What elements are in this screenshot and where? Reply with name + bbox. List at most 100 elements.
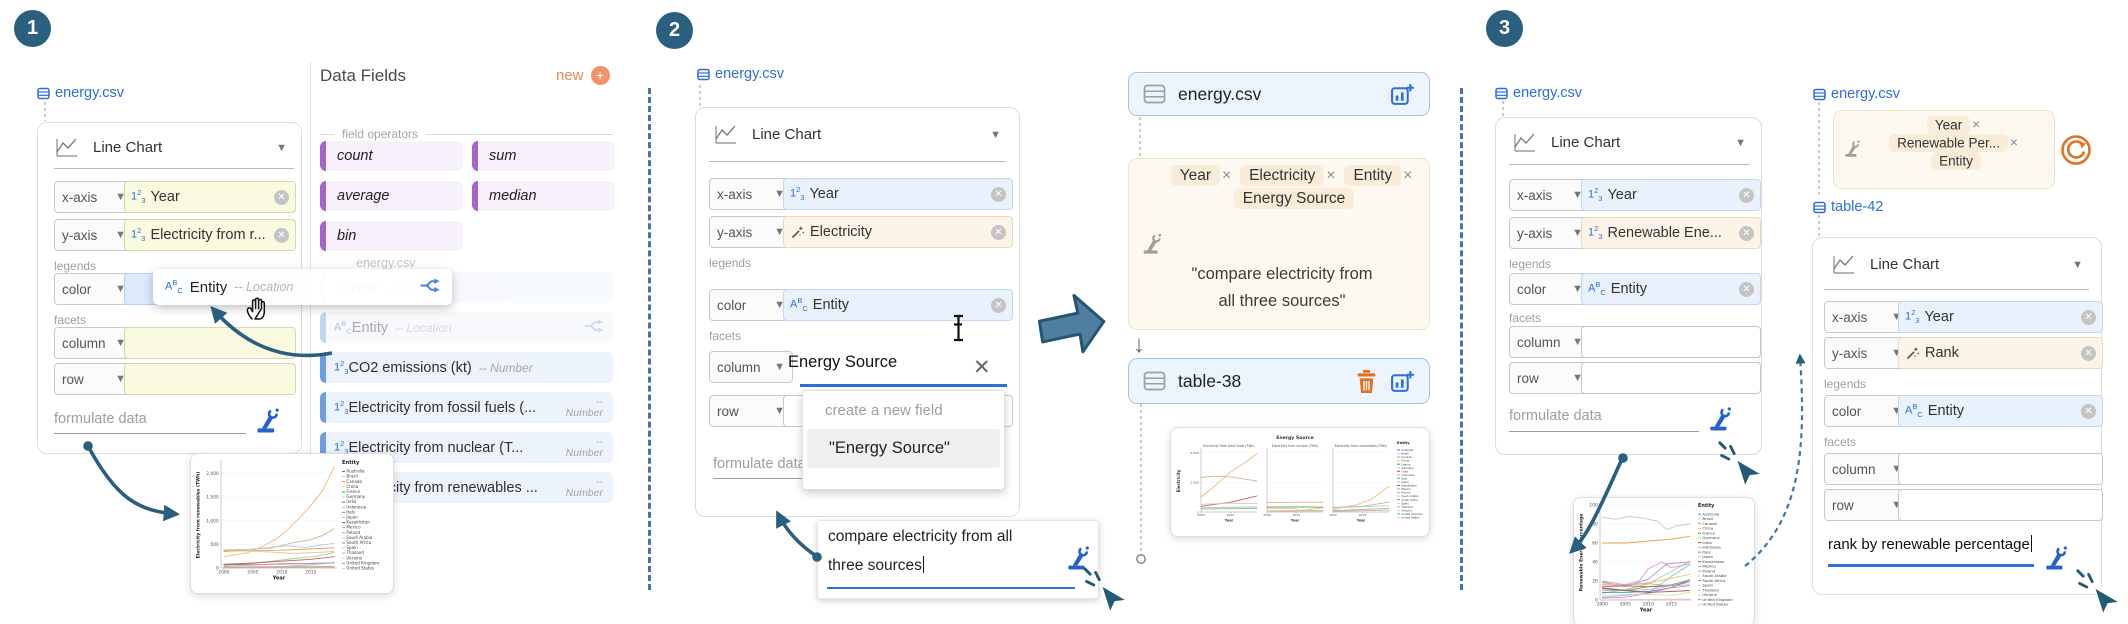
y-axis-channel-select[interactable]: y-axis▼ — [1509, 217, 1591, 249]
remove-field-icon[interactable]: ✕ — [991, 297, 1006, 313]
remove-field-icon[interactable]: ✕ — [1739, 225, 1754, 241]
x-axis-channel-select[interactable]: x-axis▼ — [709, 178, 793, 210]
color-channel-select[interactable]: color▼ — [1824, 395, 1910, 427]
row-channel-select[interactable]: row▼ — [1824, 489, 1910, 521]
formulate-data-input[interactable]: formulate data — [1509, 408, 1602, 424]
nl-prompt-box[interactable]: compare electricity from all three sourc… — [817, 520, 1099, 599]
column-field-text-input[interactable]: Energy Source — [788, 353, 898, 371]
remove-chip-icon[interactable]: × — [1403, 167, 1413, 184]
data-field-chip[interactable]: 123 CO2 emissions (kt) -- Number — [320, 352, 613, 383]
concept-chip[interactable]: Electricity — [1240, 165, 1325, 186]
x-axis-field[interactable]: 123 Year ✕ — [783, 178, 1013, 210]
concept-chip[interactable]: Entity — [1931, 151, 1981, 170]
column-channel-select[interactable]: column▼ — [54, 327, 134, 359]
column-channel-select[interactable]: column▼ — [1824, 453, 1910, 485]
remove-field-icon[interactable]: ✕ — [991, 224, 1006, 240]
y-axis-field[interactable]: 123 Renewable Ene... ✕ — [1581, 217, 1761, 249]
remove-field-icon[interactable]: ✕ — [2081, 403, 2096, 419]
robot-arm-icon[interactable] — [1065, 543, 1091, 571]
dataset-link-energy-csv[interactable]: energy.csv — [1813, 86, 1900, 102]
column-field-empty[interactable] — [124, 327, 296, 359]
column-field-empty[interactable] — [1898, 453, 2103, 485]
row-channel-select[interactable]: row▼ — [709, 395, 793, 427]
operator-chip[interactable]: count — [320, 141, 463, 171]
color-channel-select[interactable]: color▼ — [1509, 273, 1591, 305]
new-field-button[interactable]: new + — [556, 66, 610, 85]
formulate-data-input[interactable]: formulate data — [713, 456, 806, 472]
row-field-empty[interactable] — [124, 363, 296, 395]
color-field[interactable]: ABC Entity ✕ — [783, 289, 1013, 321]
remove-chip-icon[interactable]: × — [1972, 117, 1981, 132]
operator-chip[interactable]: bin — [320, 221, 463, 251]
dragged-field-chip-entity[interactable]: ABC Entity -- Location — [153, 269, 452, 305]
y-axis-channel-select[interactable]: y-axis▼ — [54, 219, 134, 251]
row-field-empty[interactable] — [1898, 489, 2103, 521]
operator-chip[interactable]: sum — [472, 141, 615, 171]
data-field-chip[interactable]: ABC Entity -- Location — [320, 312, 613, 343]
dataset-link-energy-csv[interactable]: energy.csv — [697, 66, 784, 82]
row-channel-select[interactable]: row▼ — [54, 363, 134, 395]
clear-input-icon[interactable]: ✕ — [973, 356, 991, 379]
formulate-data-input[interactable]: formulate data — [54, 411, 147, 427]
x-axis-channel-select[interactable]: x-axis▼ — [54, 181, 134, 213]
remove-chip-icon[interactable]: × — [1326, 167, 1336, 184]
data-field-chip[interactable]: 123 Electricity from fossil fuels (... -… — [320, 392, 613, 423]
remove-field-icon[interactable]: ✕ — [1739, 281, 1754, 297]
chart-type-header[interactable]: Line Chart ▼ — [713, 123, 1001, 146]
connector-endpoint[interactable] — [1136, 554, 1146, 564]
refresh-icon[interactable] — [2060, 134, 2092, 166]
color-field[interactable]: ABC Entity ✕ — [1581, 273, 1761, 305]
chart-type-header[interactable]: Line Chart ▼ — [1831, 253, 2083, 276]
y-axis-field-derived[interactable]: Electricity ✕ — [783, 216, 1013, 248]
remove-field-icon[interactable]: ✕ — [991, 186, 1006, 202]
create-chart-icon[interactable] — [1390, 82, 1415, 107]
x-axis-channel-select[interactable]: x-axis▼ — [1824, 301, 1910, 333]
color-channel-select[interactable]: color▼ — [709, 289, 793, 321]
x-axis-field[interactable]: 123 Year ✕ — [1581, 179, 1761, 211]
y-axis-field-derived[interactable]: Rank ✕ — [1898, 337, 2103, 369]
column-channel-select[interactable]: column▼ — [709, 351, 793, 383]
flow-node-energy-csv[interactable]: energy.csv — [1128, 72, 1430, 116]
robot-arm-icon[interactable] — [254, 405, 281, 434]
remove-field-icon[interactable]: ✕ — [274, 189, 289, 205]
concept-chip[interactable]: Energy Source — [1233, 188, 1355, 209]
concept-chip[interactable]: Year — [1170, 165, 1221, 186]
dropdown-option-energy-source[interactable]: "Energy Source" — [807, 429, 1000, 468]
concept-chip[interactable]: Renewable Per... — [1889, 133, 2008, 152]
y-axis-channel-select[interactable]: y-axis▼ — [1824, 337, 1910, 369]
row-channel-select[interactable]: row▼ — [1509, 362, 1591, 394]
create-chart-icon[interactable] — [1390, 369, 1415, 394]
chart-type-header[interactable]: Line Chart ▼ — [54, 136, 287, 159]
formulate-data-input-filled[interactable]: rank by renewable percentage — [1828, 535, 2033, 553]
flow-node-table-38[interactable]: table-38 — [1128, 358, 1430, 404]
y-axis-field[interactable]: 123 Electricity from r... ✕ — [124, 219, 296, 251]
dataset-link-energy-csv[interactable]: energy.csv — [37, 85, 124, 101]
remove-chip-icon[interactable]: × — [1222, 167, 1232, 184]
color-field[interactable]: ABC Entity ✕ — [1898, 395, 2103, 427]
concept-chip[interactable]: Year — [1926, 115, 1971, 134]
derive-fork-icon[interactable] — [584, 318, 603, 338]
column-channel-select[interactable]: column▼ — [1509, 326, 1591, 358]
chart-type-header[interactable]: Line Chart ▼ — [1512, 131, 1746, 154]
y-axis-channel-select[interactable]: y-axis▼ — [709, 216, 793, 248]
x-axis-field[interactable]: 123 Year ✕ — [1898, 301, 2103, 333]
remove-field-icon[interactable]: ✕ — [1739, 187, 1754, 203]
dataset-link-table-42[interactable]: table-42 — [1813, 199, 1883, 215]
remove-chip-icon[interactable]: × — [2009, 135, 2018, 150]
column-field-empty[interactable] — [1581, 326, 1761, 358]
concept-chip[interactable]: Entity — [1344, 165, 1402, 186]
remove-field-icon[interactable]: ✕ — [274, 227, 289, 243]
color-channel-select[interactable]: color▼ — [54, 273, 134, 305]
derive-fork-icon[interactable] — [419, 277, 440, 298]
x-axis-channel-select[interactable]: x-axis▼ — [1509, 179, 1591, 211]
robot-arm-icon[interactable] — [1707, 404, 1733, 432]
delete-table-icon[interactable] — [1355, 369, 1378, 394]
robot-arm-icon[interactable] — [2043, 543, 2069, 571]
operator-chip[interactable]: average — [320, 181, 463, 211]
x-axis-field[interactable]: 123 Year ✕ — [124, 181, 296, 213]
remove-field-icon[interactable]: ✕ — [2081, 309, 2096, 325]
remove-field-icon[interactable]: ✕ — [2081, 345, 2096, 361]
